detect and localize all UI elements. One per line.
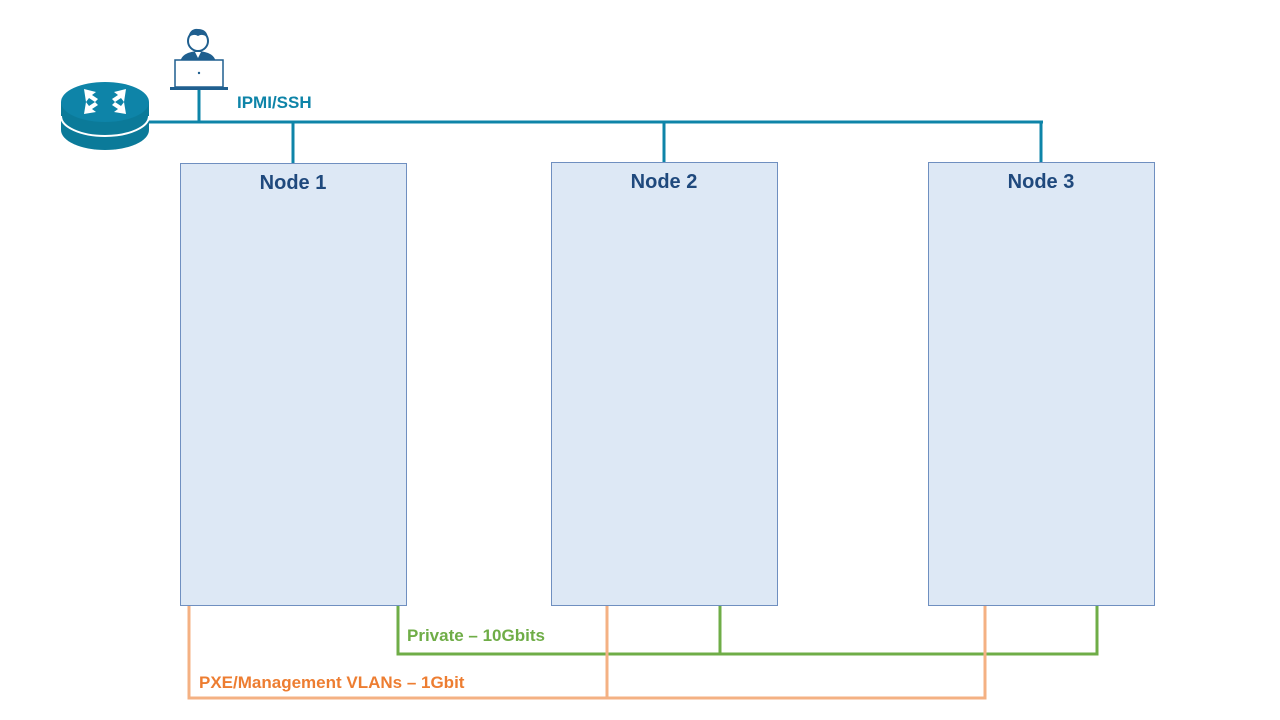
private-network (396, 606, 1099, 656)
node-3: Node 3 (928, 162, 1155, 606)
private-label: Private – 10Gbits (407, 626, 545, 645)
node-2-box (551, 162, 778, 606)
ipmi-network (140, 88, 1043, 163)
node-2: Node 2 (551, 162, 778, 606)
pxe-label: PXE/Management VLANs – 1Gbit (199, 673, 465, 692)
router-icon (60, 82, 150, 150)
node-2-title: Node 2 (631, 171, 698, 193)
node-1-title: Node 1 (260, 172, 327, 194)
admin-laptop-icon (170, 28, 228, 90)
node-1-box (180, 163, 407, 606)
node-1: Node 1 (180, 163, 407, 606)
ipmi-label: IPMI/SSH (237, 93, 312, 112)
node-3-title: Node 3 (1008, 171, 1075, 193)
pxe-network (187, 606, 987, 700)
node-3-box (928, 162, 1155, 606)
